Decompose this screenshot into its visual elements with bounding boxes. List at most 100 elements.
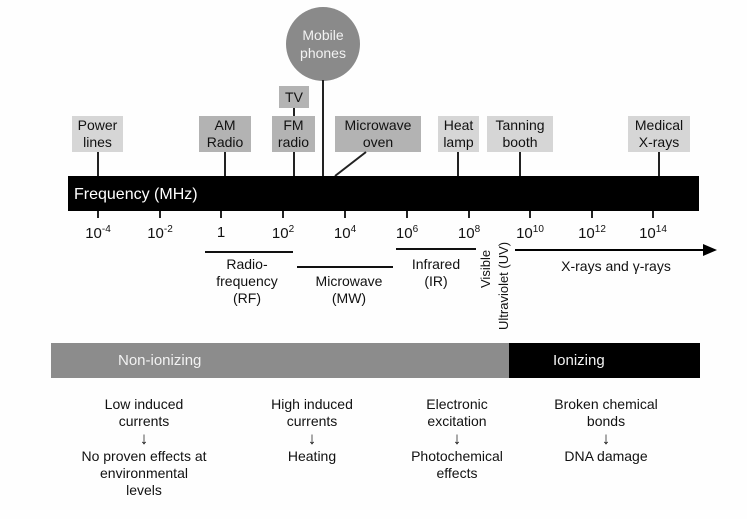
- tick-label: 1010: [516, 224, 544, 242]
- frequency-axis-label: Frequency (MHz): [74, 186, 198, 203]
- medical-xrays-label-2: X-rays: [638, 134, 680, 150]
- am-radio-label-1: AM: [214, 117, 236, 133]
- tv-connector: [293, 108, 295, 116]
- tick-mark: [220, 211, 222, 218]
- heat-lamp-label-1: Heat: [443, 117, 474, 133]
- tick-mark: [282, 211, 284, 218]
- mw-band-label: Microwave (MW): [316, 273, 383, 307]
- microwave-oven-label-2: oven: [362, 134, 394, 150]
- effect-result: Photochemical: [411, 448, 503, 464]
- ionizing-label: Ionizing: [553, 352, 605, 369]
- ir-band-label-2: (IR): [424, 273, 448, 289]
- tick-label: 1014: [639, 224, 667, 242]
- power-lines-connector: [97, 152, 99, 176]
- mobile-phones-connector: [322, 80, 324, 176]
- mw-band-line: [297, 266, 393, 268]
- tick-label: 106: [395, 224, 419, 242]
- effect-cause: Electronic: [426, 396, 488, 412]
- mw-band-label-2: (MW): [331, 290, 367, 306]
- rf-band-label: Radio- frequency (RF): [216, 256, 277, 307]
- heat-lamp-label-2: lamp: [443, 134, 474, 150]
- rf-band-label-1: Radio-: [226, 256, 268, 272]
- effect-result: DNA damage: [564, 448, 648, 464]
- rf-band-label-3: (RF): [232, 290, 261, 306]
- ir-band-label-1: Infrared: [411, 256, 461, 272]
- ir-band-label: Infrared (IR): [412, 256, 460, 290]
- tick-mark: [97, 211, 99, 218]
- mobile-phones-circle: Mobile phones: [286, 7, 360, 81]
- tick-label: 10-4: [85, 224, 111, 242]
- tick-label: 104: [333, 224, 357, 242]
- rf-band-line: [205, 251, 293, 253]
- fm-radio-label-1: FM: [283, 117, 304, 133]
- effect-cause: currents: [118, 413, 170, 429]
- tanning-booth-label-2: booth: [502, 134, 538, 150]
- effect-cause: Low induced: [104, 396, 184, 412]
- ionizing-bar: [509, 343, 700, 378]
- effect-result: Heating: [287, 448, 337, 464]
- tanning-booth-connector: [519, 152, 521, 176]
- tick-mark: [344, 211, 346, 218]
- frequency-bar: [68, 176, 699, 211]
- tick-label: 1: [216, 224, 226, 241]
- arrow-down-icon: ↓: [139, 429, 149, 448]
- tick-mark: [529, 211, 531, 218]
- fm-radio-label-2: radio: [277, 134, 310, 150]
- mw-band-label-1: Microwave: [315, 273, 383, 289]
- rf-band-label-2: frequency: [216, 273, 278, 289]
- uv-band-label: Ultraviolet (UV): [496, 241, 511, 330]
- mobile-phones-label-1: Mobile: [302, 27, 344, 43]
- effect-result: levels: [126, 482, 162, 498]
- microwave-oven-label-1: Microwave: [344, 117, 412, 133]
- tv-box: TV: [279, 86, 309, 108]
- effect-cause: High induced: [271, 396, 353, 412]
- arrow-down-icon: ↓: [601, 429, 611, 448]
- effect-cause: Broken chemical: [554, 396, 658, 412]
- ir-band-line: [396, 248, 476, 250]
- tick-label: 102: [271, 224, 295, 242]
- tick-mark: [159, 211, 161, 218]
- heat-lamp-connector: [457, 152, 459, 176]
- effect-cause: bonds: [586, 413, 626, 429]
- arrow-down-icon: ↓: [452, 429, 462, 448]
- arrow-down-icon: ↓: [307, 429, 317, 448]
- tick-mark: [406, 211, 408, 218]
- power-lines-label-2: lines: [83, 134, 112, 150]
- effect-cause: excitation: [427, 413, 487, 429]
- fm-radio-connector: [293, 152, 295, 176]
- effect-result: No proven effects at: [81, 448, 207, 464]
- medical-xrays-label-1: Medical: [634, 117, 684, 133]
- medical-xrays-connector: [658, 152, 660, 176]
- effect-result: effects: [436, 465, 478, 481]
- tick-mark: [591, 211, 593, 218]
- am-radio-label-2: Radio: [206, 134, 244, 150]
- xray-arrow: [515, 244, 717, 256]
- effect-cause: currents: [286, 413, 338, 429]
- tanning-booth-label-1: Tanning: [495, 117, 545, 133]
- tick-label: 1012: [578, 224, 606, 242]
- mobile-phones-label-2: phones: [300, 45, 346, 61]
- tick-label: 10-2: [147, 224, 173, 242]
- microwave-oven-connector: [334, 151, 367, 177]
- am-radio-connector: [224, 152, 226, 176]
- tick-label: 108: [457, 224, 481, 242]
- non-ionizing-label: Non-ionizing: [118, 352, 202, 369]
- non-ionizing-bar: [51, 343, 509, 378]
- visible-band-label: Visible: [478, 249, 493, 288]
- power-lines-label-1: Power: [77, 117, 118, 133]
- tick-mark: [468, 211, 470, 218]
- xray-band-label: X-rays and γ-rays: [561, 258, 671, 274]
- tick-mark: [652, 211, 654, 218]
- tv-label: TV: [285, 88, 303, 105]
- effect-result: environmental: [100, 465, 188, 481]
